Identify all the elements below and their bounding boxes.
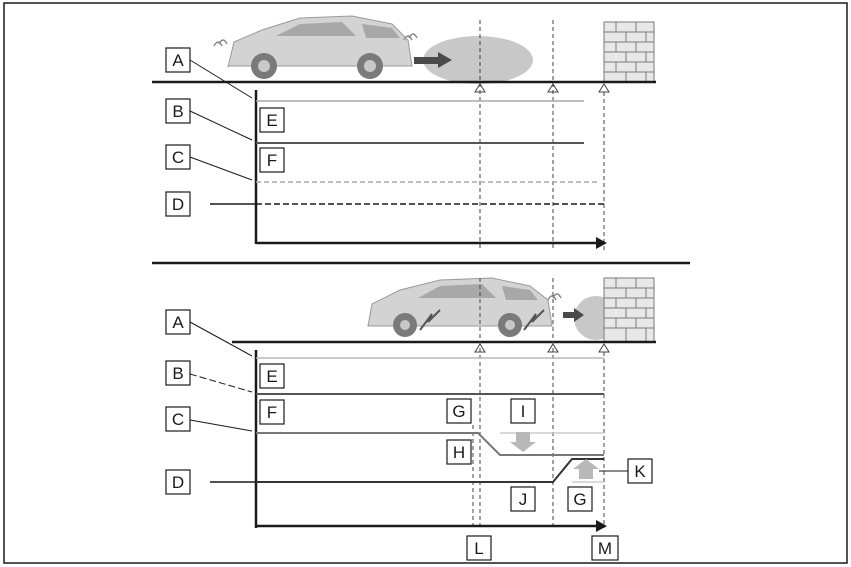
label-d: D — [172, 473, 184, 492]
label-g: G — [452, 402, 465, 421]
top-scene — [152, 15, 656, 250]
arrow-up-icon — [573, 459, 599, 479]
label-c: C — [172, 410, 184, 429]
label-i: I — [521, 402, 526, 421]
label-d: D — [172, 195, 184, 214]
triangle-marker-icon — [598, 83, 610, 93]
arrow-right-icon — [563, 308, 584, 322]
triangle-marker-icon — [598, 343, 610, 353]
signal-line-d — [256, 458, 604, 483]
label-e: E — [266, 367, 277, 386]
top-chart — [210, 90, 607, 249]
label-f: F — [267, 403, 277, 422]
label-j: J — [519, 490, 528, 509]
label-a: A — [172, 51, 184, 70]
arrow-right-icon — [596, 237, 607, 249]
top-labels: A B C D E F — [165, 47, 285, 217]
signal-line-c — [256, 432, 604, 456]
sensor-cloud-icon — [423, 36, 533, 84]
label-m: M — [598, 539, 612, 558]
bottom-scene — [232, 277, 656, 528]
arrow-right-icon — [596, 520, 607, 532]
label-c: C — [172, 148, 184, 167]
brick-wall-icon — [603, 277, 655, 343]
label-g: G — [573, 490, 586, 509]
label-a: A — [172, 313, 184, 332]
label-e: E — [266, 111, 277, 130]
brick-wall-icon — [603, 21, 655, 83]
label-l: L — [474, 539, 483, 558]
car-icon — [367, 277, 562, 337]
label-h: H — [453, 443, 465, 462]
outer-border — [3, 2, 848, 564]
label-b: B — [172, 364, 183, 383]
bottom-chart — [210, 350, 628, 532]
label-b: B — [172, 102, 183, 121]
car-icon — [213, 15, 418, 79]
arrow-right-icon — [414, 52, 452, 68]
label-k: K — [634, 462, 646, 481]
bottom-labels: A B C D E F G H I J G K L M — [165, 309, 653, 561]
label-f: F — [267, 151, 277, 170]
arrow-down-icon — [510, 432, 536, 452]
